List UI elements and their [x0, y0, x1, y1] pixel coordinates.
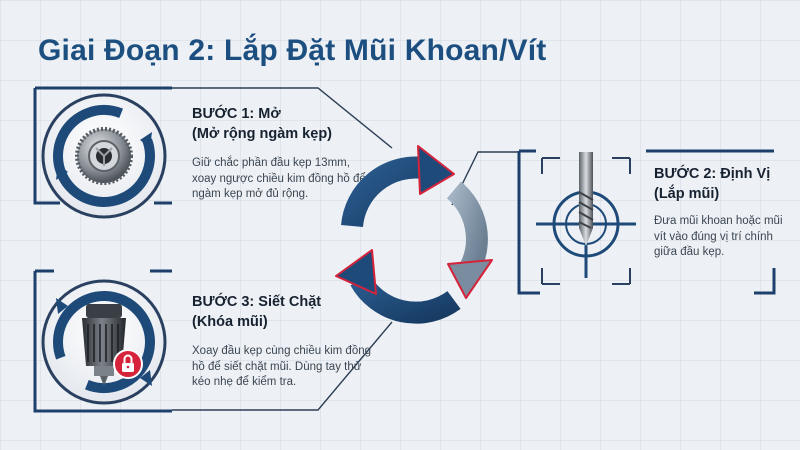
- cycle-arrowhead-top: [417, 145, 455, 195]
- step-2-description: Đưa mũi khoan hoặc mũi vít vào đúng vị t…: [654, 215, 783, 258]
- cycle-arrow-right: [446, 181, 488, 273]
- page-title: Giai Đoạn 2: Lắp Đặt Mũi Khoan/Vít: [38, 34, 547, 67]
- connector-step3: [172, 321, 393, 411]
- step-3-description: Xoay đầu kẹp cùng chiều kim đồng hồ để s…: [192, 345, 372, 388]
- chuck-open-icon: [41, 93, 167, 219]
- cycle-arrowhead-bottom: [335, 249, 377, 295]
- chuck-lock-icon: [41, 279, 167, 405]
- process-cycle-arrows: [335, 145, 493, 324]
- step-3-frame: [33, 269, 172, 413]
- step-1-subtitle: (Mở rộng ngàm kẹp): [192, 126, 333, 142]
- step-3-title: BƯỚC 3: Siết Chặt: [192, 294, 322, 310]
- step-1-description: Giữ chắc phần đầu kẹp 13mm, xoay ngược c…: [192, 157, 366, 200]
- step-3-subtitle: (Khóa mũi): [192, 314, 268, 330]
- step-2-title: BƯỚC 2: Định Vị: [654, 166, 771, 182]
- cycle-arrow-top: [341, 156, 426, 228]
- step-1-title: BƯỚC 1: Mở: [192, 106, 281, 122]
- step-1-frame: [33, 86, 172, 205]
- step-2-frame: [517, 149, 776, 295]
- drill-bit-target-icon: [536, 152, 636, 285]
- connector-step1: [172, 87, 393, 149]
- step-2-subtitle: (Lắp mũi): [654, 186, 720, 202]
- cycle-arrowhead-right: [447, 259, 493, 299]
